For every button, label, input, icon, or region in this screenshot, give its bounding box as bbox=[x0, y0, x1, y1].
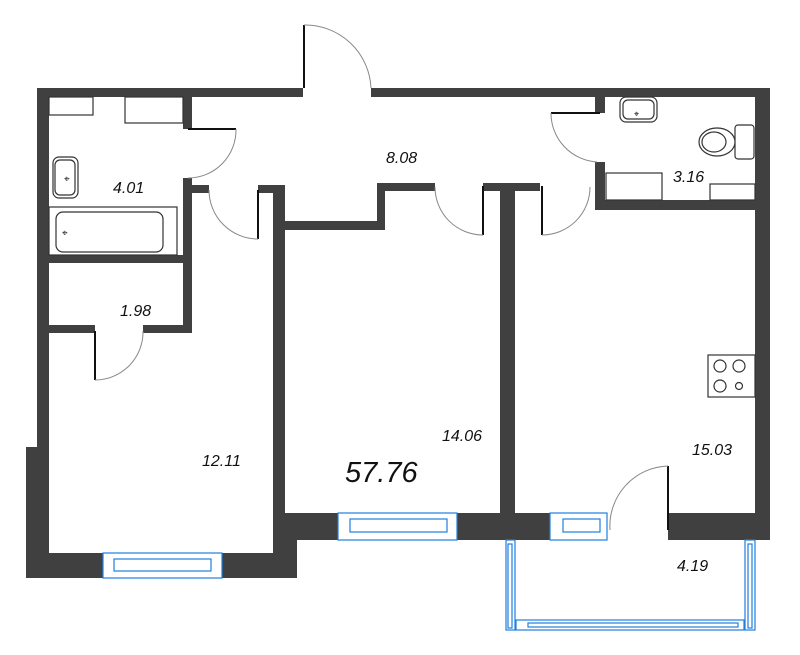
area-balcony: 4.19 bbox=[677, 558, 708, 575]
bedroom-door[interactable] bbox=[208, 189, 259, 240]
total-area: 57.76 bbox=[345, 457, 418, 489]
window-living-room bbox=[337, 512, 458, 541]
area-storage: 1.98 bbox=[120, 303, 151, 320]
svg-text:⌖: ⌖ bbox=[62, 228, 68, 239]
area-living-room: 14.06 bbox=[442, 428, 482, 445]
stove-icon bbox=[707, 354, 756, 398]
washbasin-icon: ⌖ bbox=[52, 156, 79, 199]
kitchen-door[interactable] bbox=[541, 186, 591, 236]
living-room-door[interactable] bbox=[434, 186, 484, 236]
svg-text:⌖: ⌖ bbox=[64, 174, 70, 185]
walls bbox=[26, 88, 770, 578]
area-kitchen: 15.03 bbox=[692, 442, 732, 459]
cabinet bbox=[605, 172, 663, 201]
cabinet bbox=[709, 183, 756, 201]
window-bedroom bbox=[102, 552, 223, 579]
area-toilet: 3.16 bbox=[673, 169, 704, 186]
bathtub-icon: ⌖ bbox=[48, 206, 178, 256]
fixtures: ⌖ ⌖ ⌖ bbox=[48, 96, 756, 398]
windows bbox=[102, 512, 756, 631]
toilet-sink-icon: ⌖ bbox=[619, 96, 658, 123]
storage-door[interactable] bbox=[94, 330, 144, 381]
toilet-door[interactable] bbox=[550, 112, 600, 163]
entrance-door[interactable] bbox=[303, 24, 372, 89]
balcony-glazing bbox=[505, 539, 756, 631]
area-bedroom: 12.11 bbox=[202, 453, 241, 470]
area-hallway: 8.08 bbox=[386, 150, 417, 167]
toilet-icon bbox=[698, 124, 755, 160]
bathroom-door[interactable] bbox=[187, 128, 237, 179]
doors bbox=[94, 24, 669, 531]
area-bathroom: 4.01 bbox=[113, 180, 144, 197]
window-kitchen bbox=[549, 512, 608, 541]
svg-text:⌖: ⌖ bbox=[634, 110, 639, 120]
washing-machine bbox=[124, 96, 184, 124]
area-labels: 4.01 8.08 3.16 1.98 12.11 14.06 57.76 15… bbox=[113, 150, 732, 575]
balcony-door[interactable] bbox=[609, 465, 669, 531]
cabinet bbox=[48, 96, 94, 116]
